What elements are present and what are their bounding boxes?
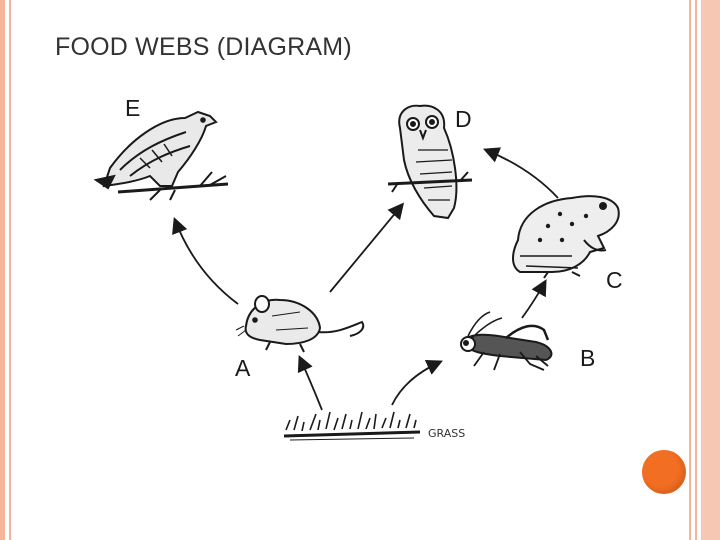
slide-title: FOOD WEBS (DIAGRAM) — [55, 33, 352, 61]
left-border-stripe — [0, 0, 5, 540]
hawk-icon — [93, 110, 229, 201]
right-border-line-2 — [695, 0, 697, 540]
label-d: D — [455, 106, 472, 132]
arrow-grass-to-grasshopper — [391, 360, 443, 406]
food-web-arrows — [172, 147, 559, 411]
owl-icon — [387, 104, 473, 220]
grasshopper-icon — [460, 311, 553, 371]
mouse-icon — [235, 295, 365, 353]
right-border-line-1 — [689, 0, 691, 540]
label-c: C — [606, 267, 623, 293]
right-border-stripe — [701, 0, 720, 540]
label-e: E — [125, 95, 140, 121]
label-grass: GRASS — [428, 427, 465, 440]
arrow-mouse-to-hawk — [172, 216, 239, 305]
frog-icon — [512, 195, 620, 279]
arrow-mouse-to-owl — [329, 202, 405, 293]
label-a: A — [235, 355, 251, 381]
arrow-grass-to-mouse — [297, 355, 323, 411]
decorative-orange-circle — [642, 450, 686, 494]
grass-icon — [283, 411, 421, 441]
arrow-grasshopper-to-frog — [521, 279, 547, 319]
arrow-frog-to-owl — [483, 147, 559, 199]
label-b: B — [580, 345, 595, 371]
left-border-line — [9, 0, 11, 540]
